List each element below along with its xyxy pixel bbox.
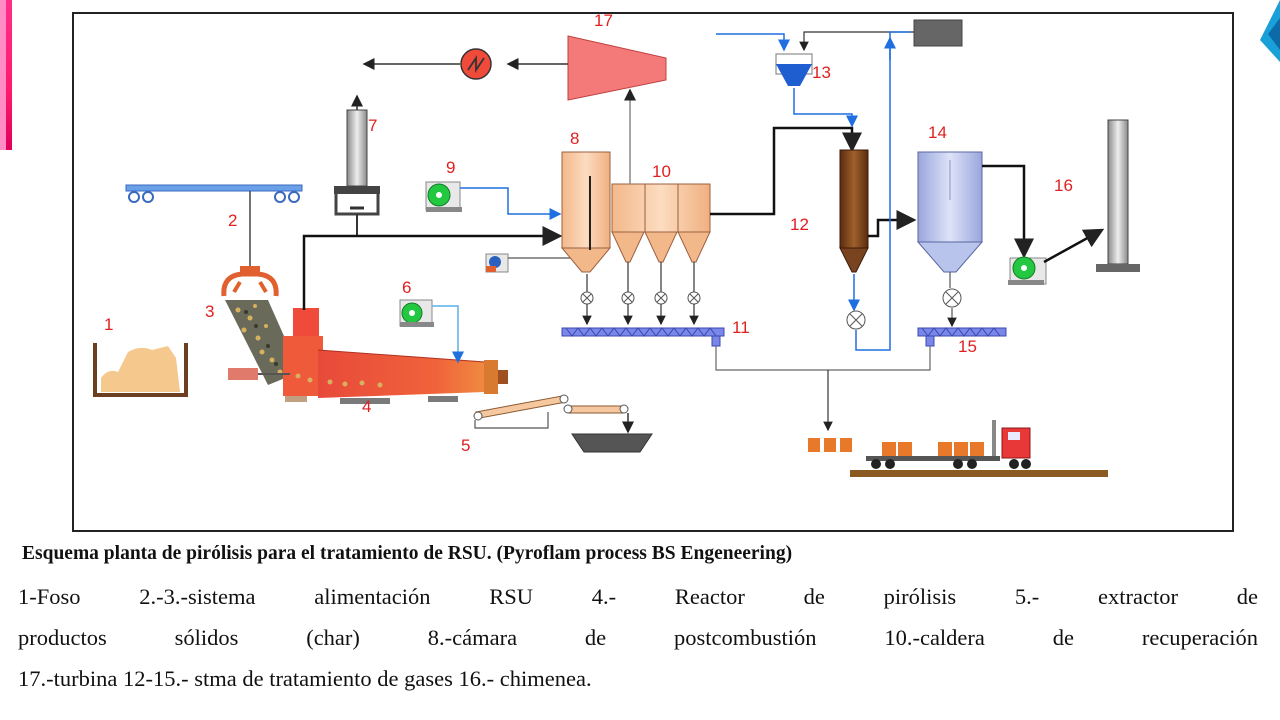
grab-claw <box>221 266 279 297</box>
bag-filter <box>916 151 1034 308</box>
label-9: 9 <box>446 158 455 177</box>
crane-rail <box>125 184 303 268</box>
air-fan-9 <box>425 181 562 220</box>
figure-caption-title: Esquema planta de pirólisis para el trat… <box>22 543 793 564</box>
label-4: 4 <box>362 397 371 416</box>
legend-line-3: 17.-turbina 12-15.- stma de tratamiento … <box>18 666 592 691</box>
label-5: 5 <box>461 436 470 455</box>
gas-treatment-reactor <box>839 31 917 351</box>
pyrolysis-gas-line <box>302 226 563 310</box>
label-13: 13 <box>812 63 831 82</box>
label-1: 1 <box>104 315 113 334</box>
label-17: 17 <box>594 11 613 30</box>
feed-chute <box>225 300 300 385</box>
recovery-boiler <box>611 183 711 263</box>
label-11: 11 <box>732 318 750 337</box>
legend-line-2: productos sólidos (char) 8.-cámara de po… <box>18 625 1258 650</box>
label-12: 12 <box>790 215 809 234</box>
residue-conveyor-15 <box>917 308 1007 347</box>
emergency-stack <box>334 94 380 236</box>
figure-caption-legend: 1-Foso 2.-3.-sistema alimentación RSU 4.… <box>18 576 1258 699</box>
label-3: 3 <box>205 302 214 321</box>
slide-accent-right <box>1260 0 1280 62</box>
reagent-hopper <box>716 19 963 128</box>
flue-gas-line <box>710 126 862 216</box>
slide-accent-left-light <box>0 0 6 150</box>
exhaust-fan <box>1008 228 1105 285</box>
truck <box>808 420 1108 477</box>
air-fan-6 <box>399 299 464 364</box>
postcombustion-chamber <box>560 151 612 273</box>
label-7: 7 <box>368 116 377 135</box>
label-10: 10 <box>652 162 671 181</box>
legend-line-1: 1-Foso 2.-3.-sistema alimentación RSU 4.… <box>18 584 1258 609</box>
label-8: 8 <box>570 129 579 148</box>
label-6: 6 <box>402 278 411 297</box>
label-14: 14 <box>928 123 947 142</box>
ash-screw-conveyor-11 <box>561 262 725 347</box>
residue-to-truck <box>715 346 931 432</box>
label-15: 15 <box>958 337 977 356</box>
label-2: 2 <box>228 211 237 230</box>
pyrolysis-plant-diagram: 1 2 3 4 5 6 7 8 9 10 11 12 13 14 15 16 1… <box>93 11 1140 477</box>
generator-icon <box>460 48 492 80</box>
chimney <box>1096 119 1140 272</box>
small-blower <box>485 253 580 273</box>
label-16: 16 <box>1054 176 1073 195</box>
turbine <box>567 35 667 101</box>
char-extractor-conveyor <box>473 394 653 453</box>
pit-foso <box>93 343 188 397</box>
diagram-frame <box>72 12 1234 532</box>
